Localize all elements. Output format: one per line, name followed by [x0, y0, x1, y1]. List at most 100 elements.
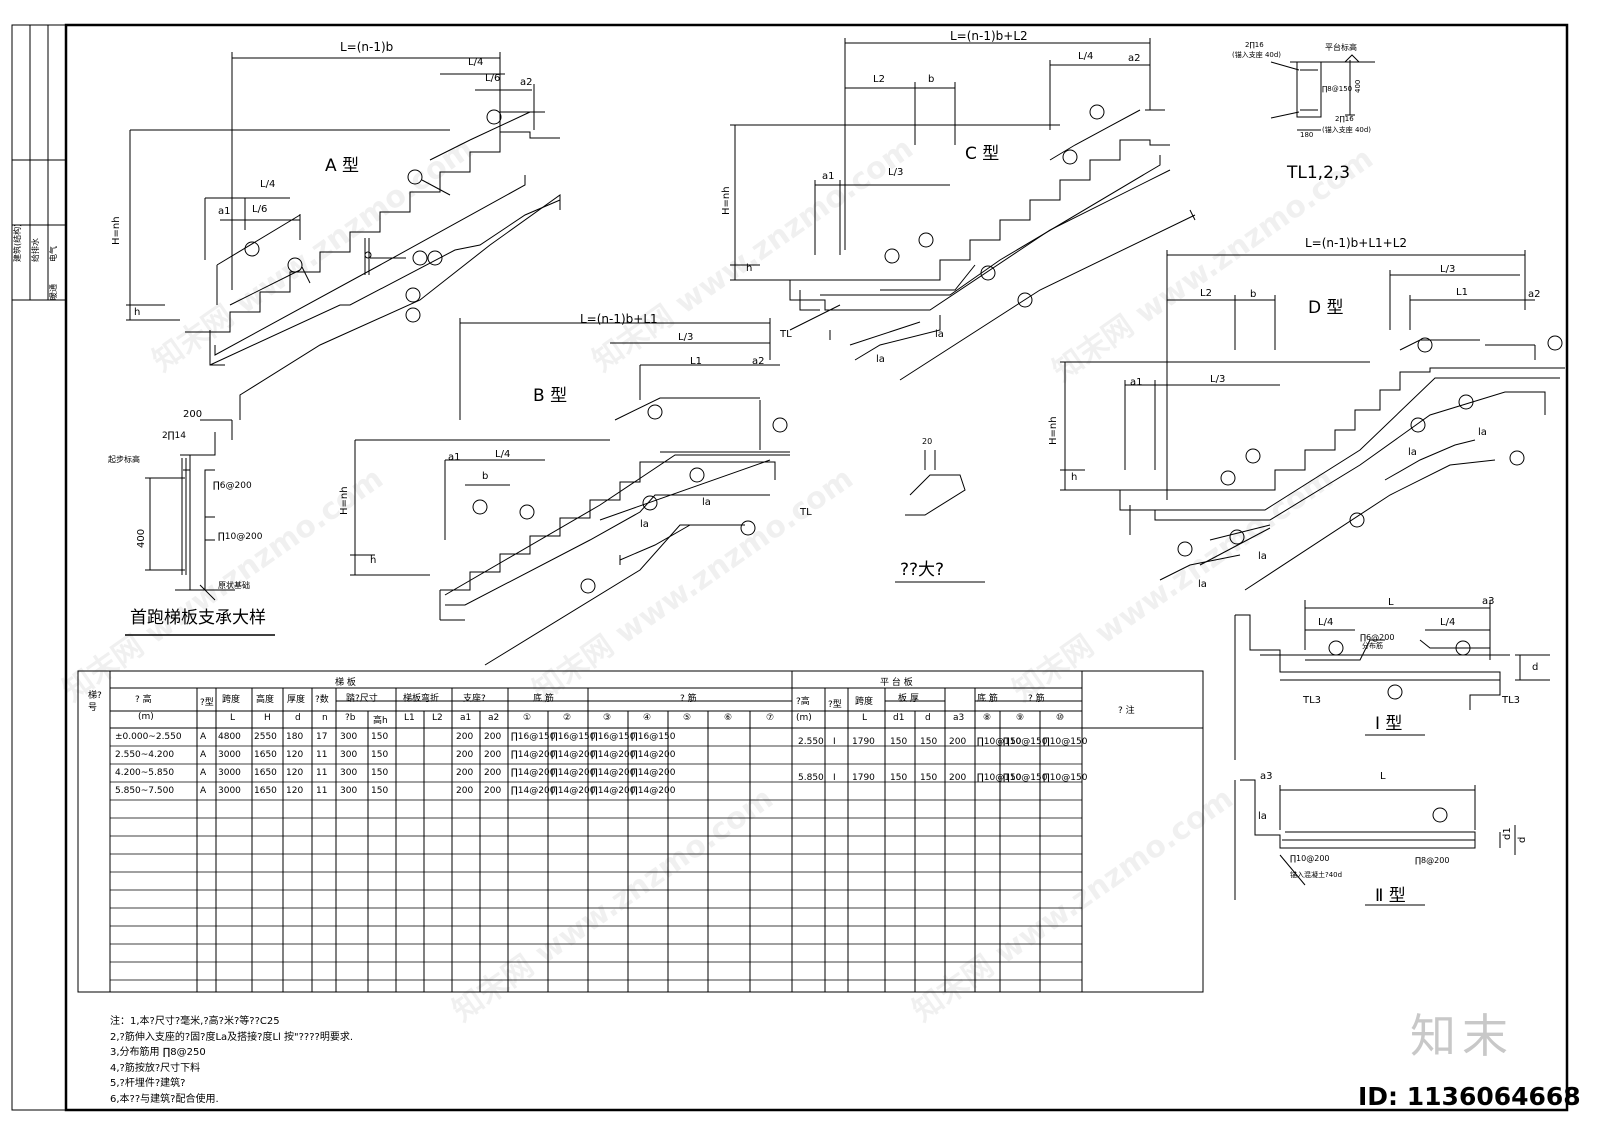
table-cell-H: 1650 — [254, 750, 277, 760]
type-d-la2: la — [1258, 551, 1267, 562]
table-cell-a1: 200 — [456, 732, 474, 742]
note-line: 6,本??与建筑?配合使用. — [110, 1093, 219, 1105]
platform-cell-b9: ∏10@150 — [1003, 737, 1048, 747]
platform-cell-b8: ∏10@150 — [977, 773, 1022, 783]
table-p-d1: d1 — [893, 713, 905, 723]
table-p-level: ?高 — [796, 697, 810, 707]
table-group-platform: 平 台 板 — [880, 678, 913, 688]
id-label: ID: 1136064668 — [1358, 1082, 1581, 1111]
type-c-dim-a2: a2 — [1128, 53, 1141, 64]
type-b-dim-a1: a1 — [448, 452, 461, 463]
table-h-steps-sym: n — [322, 713, 328, 723]
table-h-span-sym: L — [230, 713, 236, 723]
support-w: 200 — [183, 409, 203, 420]
type-d-title: D 型 — [1308, 298, 1344, 318]
table-cell-b4: ∏14@200 — [631, 786, 676, 796]
type-a-h: h — [134, 307, 141, 318]
type-c-la2: la — [935, 329, 944, 340]
table-cell-b1: ∏14@200 — [511, 750, 556, 760]
table-h-support: 支座? — [463, 694, 486, 704]
type-d-dim-top: L=(n-1)b+L1+L2 — [1305, 236, 1408, 250]
platform-cell-type: I — [833, 737, 836, 747]
platform-cell-level: 5.850 — [798, 773, 824, 783]
nosing-title: ??大? — [900, 560, 945, 580]
platform-cell-a3: 200 — [949, 737, 967, 747]
table-cell-b3: ∏16@150 — [591, 732, 636, 742]
table-cell-H: 1650 — [254, 786, 277, 796]
table-p-span-sym: L — [862, 713, 868, 723]
table-h-hh: 高h — [373, 716, 388, 726]
note-line: 5,?杆埋件?建筑? — [110, 1078, 186, 1089]
platform-cell-L: 1790 — [852, 737, 875, 747]
support-base: 原状基础 — [218, 581, 250, 590]
platform-cell-type: I — [833, 773, 836, 783]
table-cell-a2: 200 — [484, 732, 502, 742]
type-2-d: d — [1517, 836, 1528, 843]
table-remark: ? 注 — [1118, 706, 1135, 716]
tl-level: 平台标高 — [1325, 43, 1357, 52]
type-2-d1: d1 — [1502, 827, 1513, 840]
table-cell-d: 120 — [286, 750, 304, 760]
table-rows — [110, 745, 1082, 981]
type-d-dim-a2: a2 — [1528, 289, 1541, 300]
table-p-bar-10: ⑩ — [1056, 713, 1065, 723]
table-cell-b1: ∏14@200 — [511, 786, 556, 796]
type-b-la: la — [640, 519, 649, 530]
type-2-note: 锚入混凝土?40d — [1290, 871, 1343, 879]
type-b-title: B 型 — [533, 386, 568, 406]
table-h-bar-5: ⑤ — [683, 713, 692, 723]
platform-cell-L: 1790 — [852, 773, 875, 783]
type-d-la: la — [1408, 447, 1417, 458]
table-cell-a1: 200 — [456, 786, 474, 796]
type-c-dim-l4: L/4 — [1078, 51, 1094, 62]
type-1-d: d — [1532, 662, 1539, 673]
sidebar-label-hvac: 暖通 — [49, 284, 58, 300]
table-cell-a1: 200 — [456, 750, 474, 760]
table-h-top: ? 筋 — [680, 694, 697, 704]
table-cell-level: 2.550~4.200 — [115, 750, 175, 760]
type-d-la4: la — [1478, 427, 1487, 438]
table-h-b: ?b — [345, 713, 356, 723]
table-p-a3: a3 — [953, 713, 965, 723]
table-cell-type: A — [200, 732, 207, 742]
table-cell-a1: 200 — [456, 768, 474, 778]
table-cell-b2: ∏14@200 — [551, 750, 596, 760]
type-a-title: A 型 — [325, 156, 360, 176]
table-cell-level: ±0.000~2.550 — [115, 732, 182, 742]
table-cell-h: 150 — [371, 750, 389, 760]
table-h-bar-7: ⑦ — [766, 713, 775, 723]
support-level: 起步标高 — [108, 455, 140, 464]
type-a-dim-a1: a1 — [218, 206, 231, 217]
table-h-L1: L1 — [404, 713, 415, 723]
table-h-bar-2: ② — [563, 713, 572, 723]
table-cell-b: 300 — [340, 786, 358, 796]
table-cell-b: 300 — [340, 768, 358, 778]
table-cell-n: 11 — [316, 750, 328, 760]
nosing-detail — [895, 450, 985, 583]
type-c-dim-b: b — [928, 74, 935, 85]
type-d-dim-a1: a1 — [1130, 377, 1143, 388]
type-1-tl3a: TL3 — [1303, 695, 1322, 706]
type-c-height: H=nh — [721, 186, 732, 215]
type-2-title: Ⅱ 型 — [1375, 886, 1406, 906]
type-a-dim-l6: L/6 — [485, 73, 501, 84]
table-p-span: 跨度 — [855, 697, 874, 707]
table-h-thick-sym: d — [295, 713, 301, 723]
table-cell-d: 120 — [286, 768, 304, 778]
table-cell-b3: ∏14@200 — [591, 768, 636, 778]
table-cell-d: 120 — [286, 786, 304, 796]
table-h-fold: 梯板弯折 — [403, 694, 440, 704]
type-1-slab — [1234, 600, 1550, 760]
type-d-drawing — [1060, 250, 1565, 591]
type-2-slab — [1234, 779, 1516, 906]
table-cell-h: 150 — [371, 786, 389, 796]
platform-cell-d: 150 — [920, 773, 938, 783]
table-h-bar-6: ⑥ — [724, 713, 733, 723]
table-cell-b4: ∏16@150 — [631, 732, 676, 742]
nosing-dim: 20 — [922, 437, 933, 446]
table-grid — [77, 670, 1204, 993]
type-a-dim-top: L=(n-1)b — [340, 40, 394, 54]
table-p-level-unit: (m) — [796, 713, 812, 723]
table-h-a1: a1 — [460, 713, 472, 723]
table-cell-a2: 200 — [484, 768, 502, 778]
